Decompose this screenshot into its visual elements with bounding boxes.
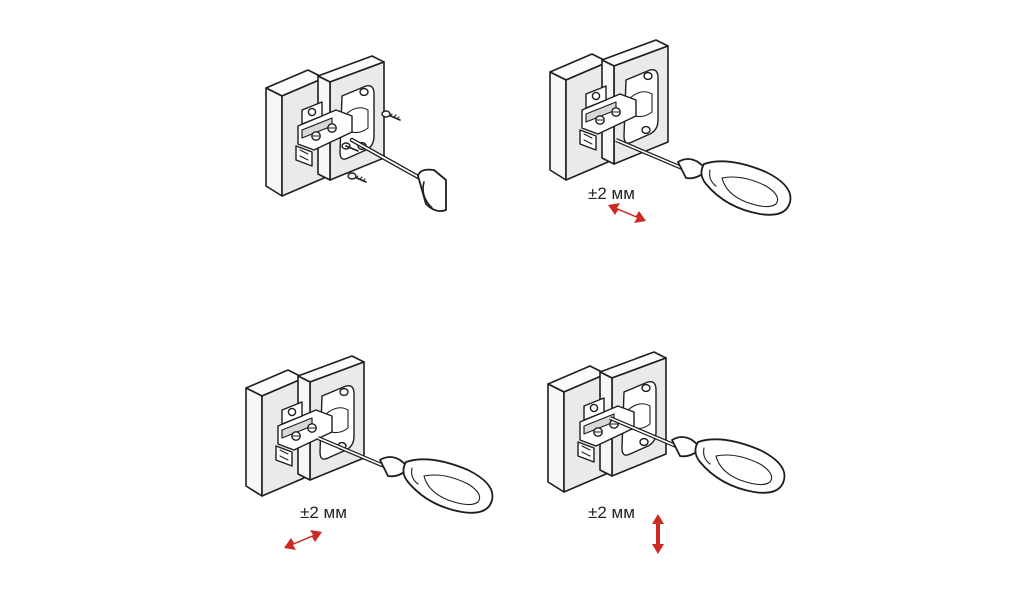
double-arrow-icon [608,203,646,223]
hinge-assembly [549,39,669,181]
hand-icon [417,168,447,213]
hinge-assembly [547,351,667,493]
panel-bottom-left: ±2 мм [245,355,495,550]
double-arrow-icon [652,514,664,554]
adjustment-label: ±2 мм [588,184,635,203]
adjustment-label: ±2 мм [588,503,635,522]
hinge-assembly [245,355,365,497]
panel-top-left [265,55,447,213]
screw-icon [347,172,367,183]
screw-icon [381,110,401,121]
screwdriver-icon [316,436,495,515]
double-arrow-icon [284,530,322,550]
panel-bottom-right: ±2 мм [547,351,787,554]
panel-top-right: ±2 мм [549,39,793,223]
screwdriver-icon [614,138,793,217]
adjustment-label: ±2 мм [300,503,347,522]
screwdriver-icon [349,137,423,181]
hinge-assembly [265,55,385,197]
screw-icon [341,142,359,152]
